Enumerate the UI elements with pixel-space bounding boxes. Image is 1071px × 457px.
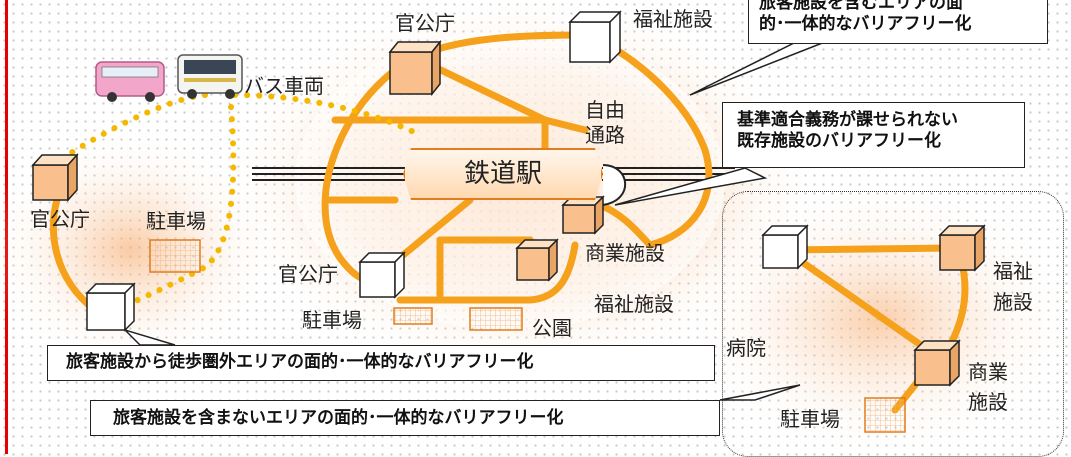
bus-pink-icon — [95, 61, 165, 102]
park-lot — [469, 307, 523, 331]
building-commercial-right — [913, 339, 961, 387]
label-welfare-top: 福祉施設 — [633, 7, 713, 31]
label-commercial-center: 商業施設 — [585, 241, 665, 265]
callout-existing-facilities: 基準適合義務が課せられない 既存施設のバリアフリー化 — [722, 102, 1025, 168]
label-gov-office-top: 官公庁 — [395, 11, 455, 35]
building-hospital — [761, 224, 809, 270]
building-gov-center — [358, 251, 406, 299]
bus-white-icon — [177, 54, 243, 99]
building-left-white — [85, 282, 136, 332]
label-parking-right: 駐車場 — [780, 407, 840, 431]
building-welfare-top — [568, 10, 622, 64]
building-welfare-right — [938, 224, 986, 272]
label-commercial-right: 商業 施設 — [968, 360, 1008, 414]
callout-tail-existing — [614, 167, 768, 206]
label-hospital: 病院 — [726, 336, 766, 360]
label-gov-office-left: 官公庁 — [30, 207, 90, 231]
callout-tail-no-station — [719, 384, 801, 401]
building-gov-top — [388, 39, 442, 97]
station-arch — [602, 164, 627, 206]
callout-outside-walking-area: 旅客施設から徒歩圏外エリアの面的･一体的なバリアフリー化 — [47, 345, 715, 381]
building-commercial-center — [515, 238, 559, 282]
label-park: 公園 — [532, 316, 572, 340]
label-free-passage: 自由 通路 — [585, 98, 625, 147]
label-parking-center: 駐車場 — [302, 308, 362, 332]
callout-area-without-station: 旅客施設を含まないエリアの面的･一体的なバリアフリー化 — [90, 400, 720, 436]
parking-lot-left — [149, 239, 201, 273]
building-commercial-small — [561, 195, 605, 235]
callout-area-with-station: 旅客施設を含むエリアの面 的･一体的なバリアフリー化 — [748, 0, 1048, 44]
building-gov-left — [31, 153, 79, 202]
parking-lot-right — [864, 397, 906, 433]
bus-routes — [57, 92, 423, 313]
hospital-area-boundary — [722, 191, 1064, 457]
label-welfare-center: 福祉施設 — [594, 292, 674, 316]
label-bus-vehicle: バス車両 — [244, 74, 324, 98]
railway-station: 鉄道駅 — [403, 148, 603, 200]
parking-lot-center — [393, 307, 433, 325]
label-parking-left: 駐車場 — [146, 209, 206, 233]
label-welfare-right: 福祉 施設 — [993, 259, 1033, 314]
label-gov-office-center: 官公庁 — [278, 262, 338, 286]
